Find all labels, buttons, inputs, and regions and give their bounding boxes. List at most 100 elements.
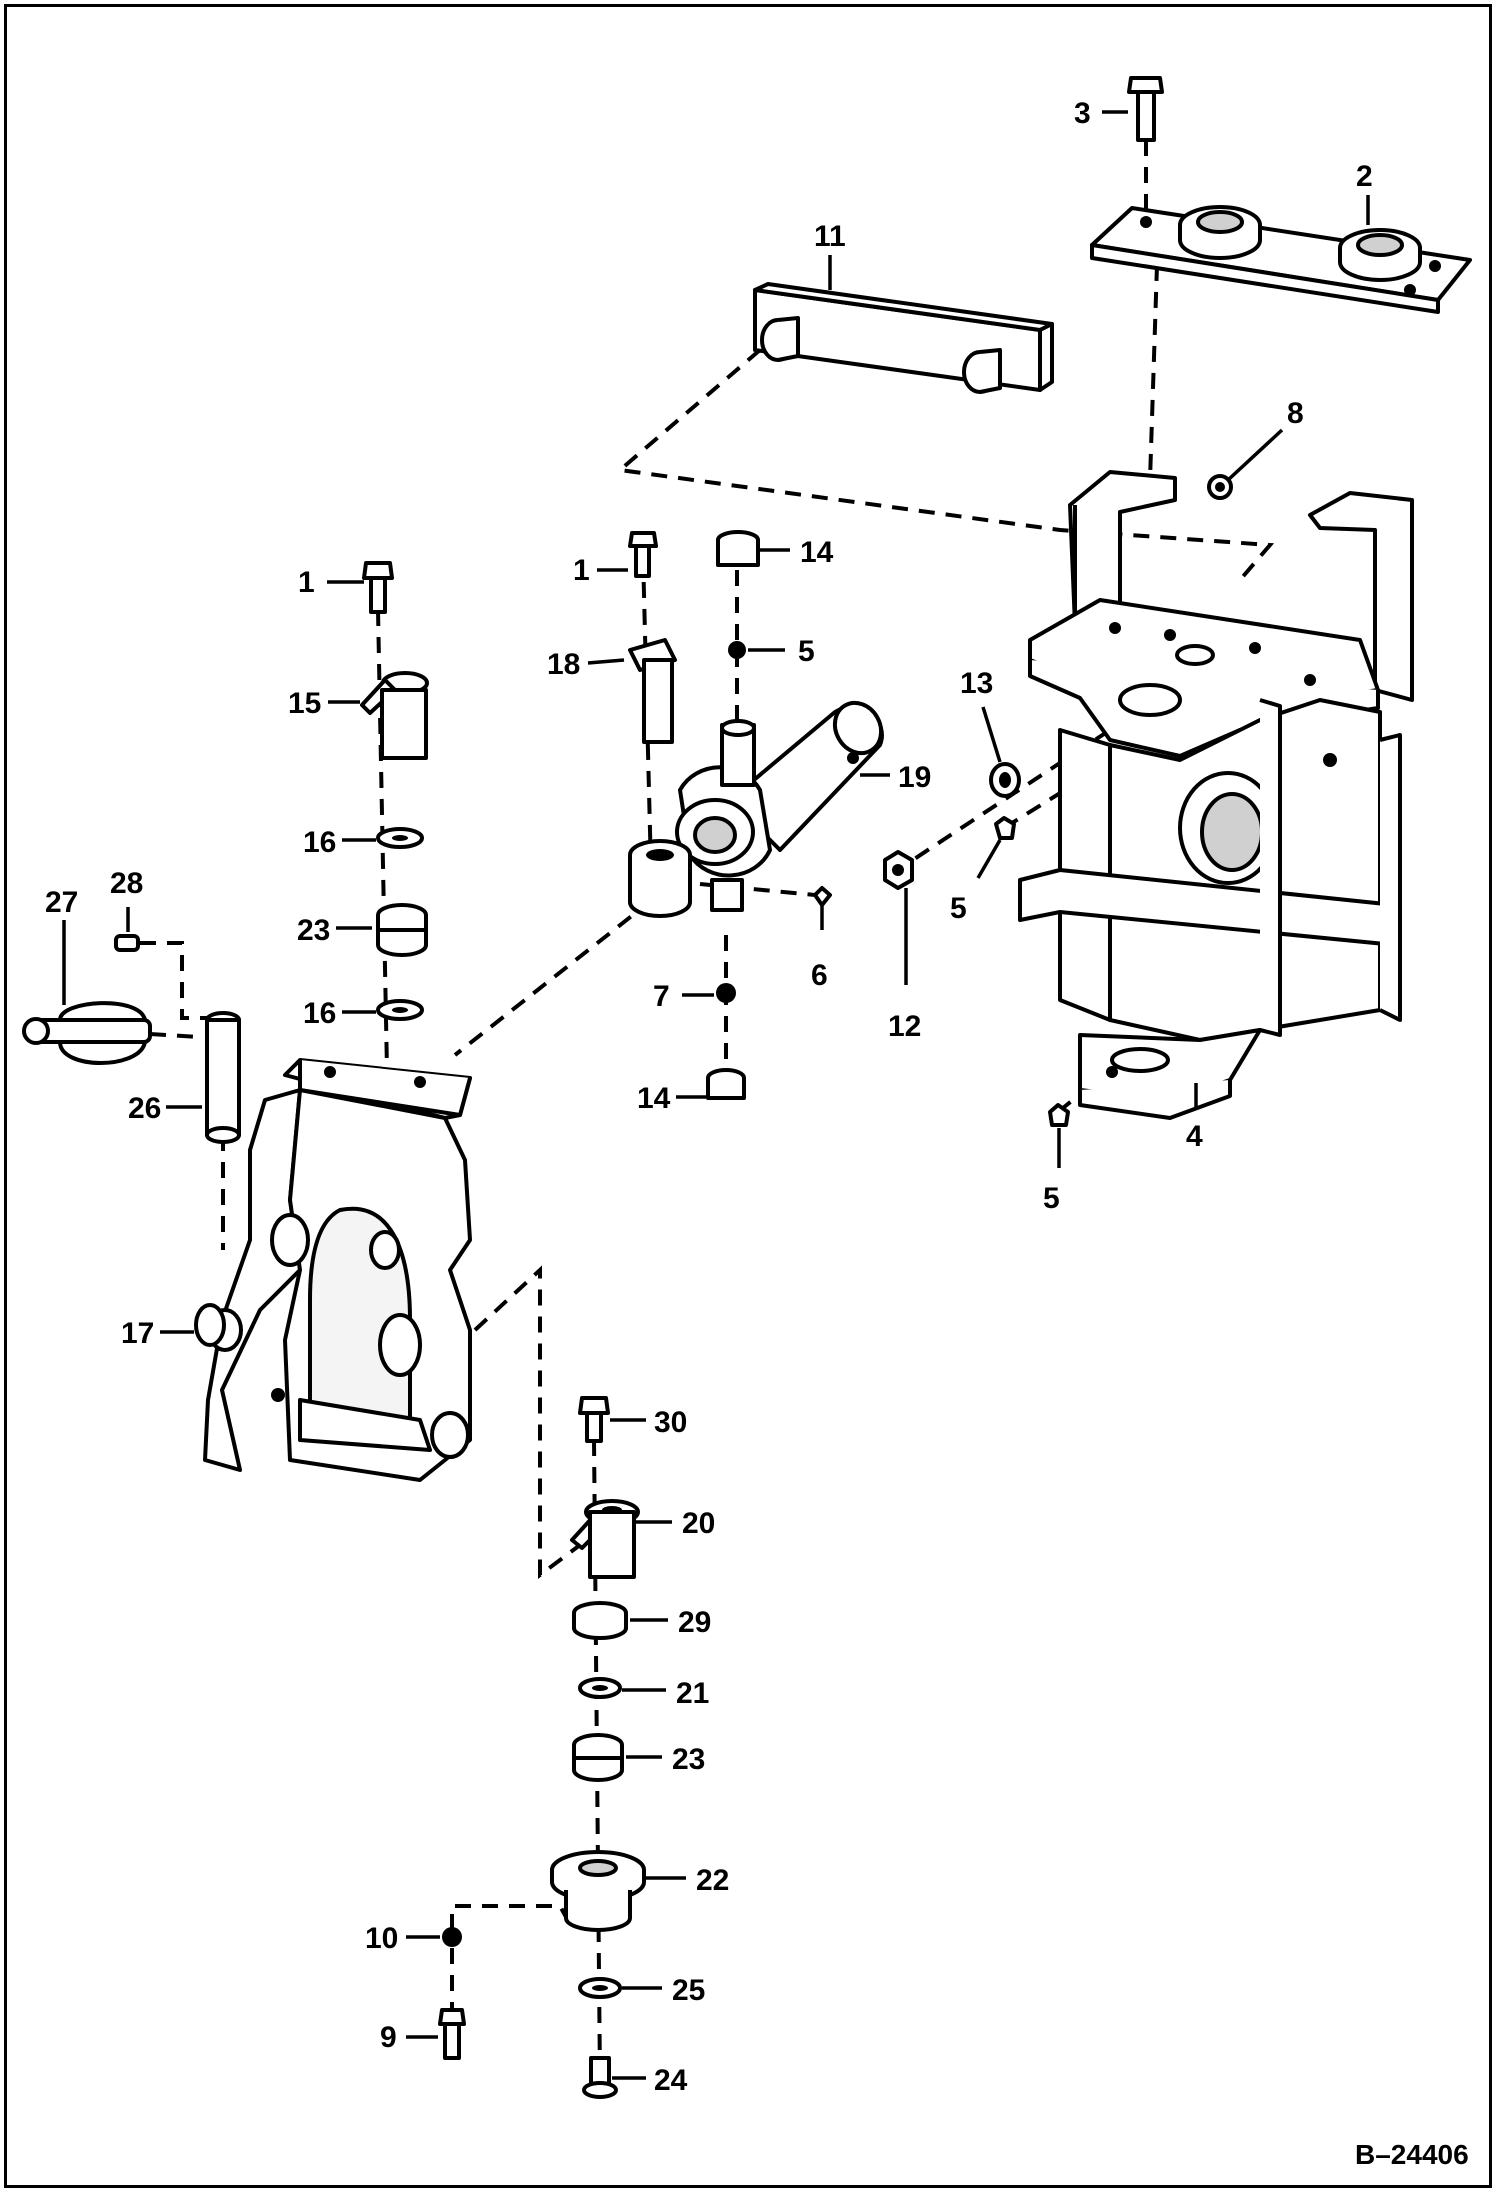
svg-text:25: 25 — [672, 1974, 705, 2007]
callout-2: 2 — [1356, 160, 1373, 225]
callout-14-top: 14 — [760, 536, 834, 569]
part-20-pin — [570, 1499, 640, 1579]
svg-text:15: 15 — [288, 687, 321, 720]
callout-6: 6 — [811, 905, 828, 992]
callout-28: 28 — [110, 867, 143, 932]
callout-1-left: 1 — [298, 566, 364, 599]
callout-9: 9 — [380, 2021, 438, 2054]
svg-text:13: 13 — [960, 667, 993, 700]
callout-21: 21 — [622, 1677, 709, 1710]
svg-text:9: 9 — [380, 2021, 397, 2054]
callout-23-bottom: 23 — [626, 1743, 705, 1776]
part-17-swing-mount — [194, 1058, 472, 1482]
callout-16-top: 16 — [303, 826, 376, 859]
svg-text:16: 16 — [303, 826, 336, 859]
svg-text:27: 27 — [45, 886, 78, 919]
assembly-line-6 — [699, 882, 816, 897]
svg-text:28: 28 — [110, 867, 143, 900]
assembly-line-10-22 — [450, 1904, 574, 1930]
svg-text:10: 10 — [365, 1922, 398, 1955]
callout-22: 22 — [646, 1864, 729, 1897]
callout-15: 15 — [288, 687, 360, 720]
assembly-line-17-20 — [473, 1265, 582, 1579]
svg-text:17: 17 — [121, 1317, 154, 1350]
drawing-number: B–24406 — [1355, 2139, 1469, 2170]
part-19-cylinder — [675, 700, 884, 912]
svg-text:11: 11 — [814, 220, 846, 253]
part-16-washer-bottom — [376, 999, 424, 1021]
callout-23-top: 23 — [297, 914, 372, 947]
callout-10: 10 — [365, 1922, 440, 1955]
assembly-line-5-frame — [1002, 760, 1112, 830]
callout-16-bottom: 16 — [303, 997, 376, 1030]
assembly-line-11-4 — [615, 348, 1275, 582]
callout-7: 7 — [653, 980, 714, 1013]
svg-text:26: 26 — [128, 1092, 161, 1125]
svg-text:5: 5 — [1043, 1182, 1060, 1215]
part-5-fitting-right — [994, 816, 1016, 840]
svg-text:5: 5 — [798, 635, 815, 668]
svg-text:4: 4 — [1186, 1120, 1203, 1153]
svg-text:20: 20 — [682, 1507, 715, 1540]
part-22-flange-bushing — [550, 1850, 646, 1932]
callout-29: 29 — [630, 1606, 711, 1639]
callout-25: 25 — [622, 1974, 705, 2007]
svg-text:1: 1 — [298, 566, 315, 599]
svg-text:16: 16 — [303, 997, 336, 1030]
svg-text:18: 18 — [547, 648, 580, 681]
part-5-fitting-bottom — [1048, 1103, 1070, 1127]
svg-text:22: 22 — [696, 1864, 729, 1897]
callout-30: 30 — [610, 1406, 687, 1439]
part-30-bolt — [578, 1396, 610, 1443]
drawing-frame — [4, 4, 1492, 2188]
callout-19: 19 — [860, 761, 931, 794]
part-2-bushing-plate — [1090, 205, 1472, 314]
part-5-fitting-top — [728, 641, 746, 659]
part-25-washer — [578, 1977, 622, 1999]
part-16-washer-top — [376, 827, 424, 849]
svg-text:23: 23 — [297, 914, 330, 947]
part-23-bushing-bottom — [572, 1733, 624, 1782]
part-9-bolt — [438, 2008, 466, 2060]
assembly-line-28-26 — [140, 941, 210, 1020]
svg-text:30: 30 — [654, 1406, 687, 1439]
part-7-ball — [716, 983, 736, 1003]
part-8-nut — [1207, 474, 1233, 500]
part-1-bolt-center — [628, 531, 658, 578]
part-14-nut-bottom — [706, 1068, 746, 1100]
svg-text:12: 12 — [888, 1010, 921, 1043]
part-11-pin-bar — [753, 282, 1054, 394]
svg-text:6: 6 — [811, 959, 828, 992]
callout-3: 3 — [1074, 97, 1128, 130]
callout-5-right: 5 — [950, 839, 1002, 925]
svg-text:7: 7 — [653, 980, 670, 1013]
svg-text:14: 14 — [800, 536, 834, 569]
part-15-pin — [360, 671, 429, 760]
callout-14-bottom: 14 — [637, 1082, 706, 1115]
svg-text:2: 2 — [1356, 160, 1373, 193]
assembly-line-27 — [149, 1032, 201, 1039]
callout-20: 20 — [636, 1507, 715, 1540]
assembly-line-2-4 — [1148, 264, 1159, 481]
svg-text:14: 14 — [637, 1082, 671, 1115]
part-23-bushing-top — [376, 903, 428, 957]
svg-text:3: 3 — [1074, 97, 1091, 130]
part-14-nut-top — [716, 530, 760, 567]
callout-1-center: 1 — [573, 554, 628, 587]
callout-5-bottom: 5 — [1043, 1128, 1061, 1215]
svg-text:21: 21 — [676, 1677, 709, 1710]
part-19-rod-end — [628, 839, 692, 918]
part-4-main-frame — [1018, 470, 1414, 1120]
part-27-lynch-pin — [22, 1001, 152, 1065]
svg-text:1: 1 — [573, 554, 590, 587]
callout-13: 13 — [960, 667, 1002, 763]
callout-8: 8 — [1226, 397, 1304, 482]
callout-5-top: 5 — [748, 635, 815, 668]
part-28-set-screw — [114, 934, 140, 952]
part-10-nut — [442, 1927, 462, 1947]
svg-text:8: 8 — [1287, 397, 1304, 430]
part-26-pin — [205, 1011, 241, 1144]
part-13-washer — [989, 762, 1021, 798]
part-21-washer — [578, 1677, 622, 1699]
